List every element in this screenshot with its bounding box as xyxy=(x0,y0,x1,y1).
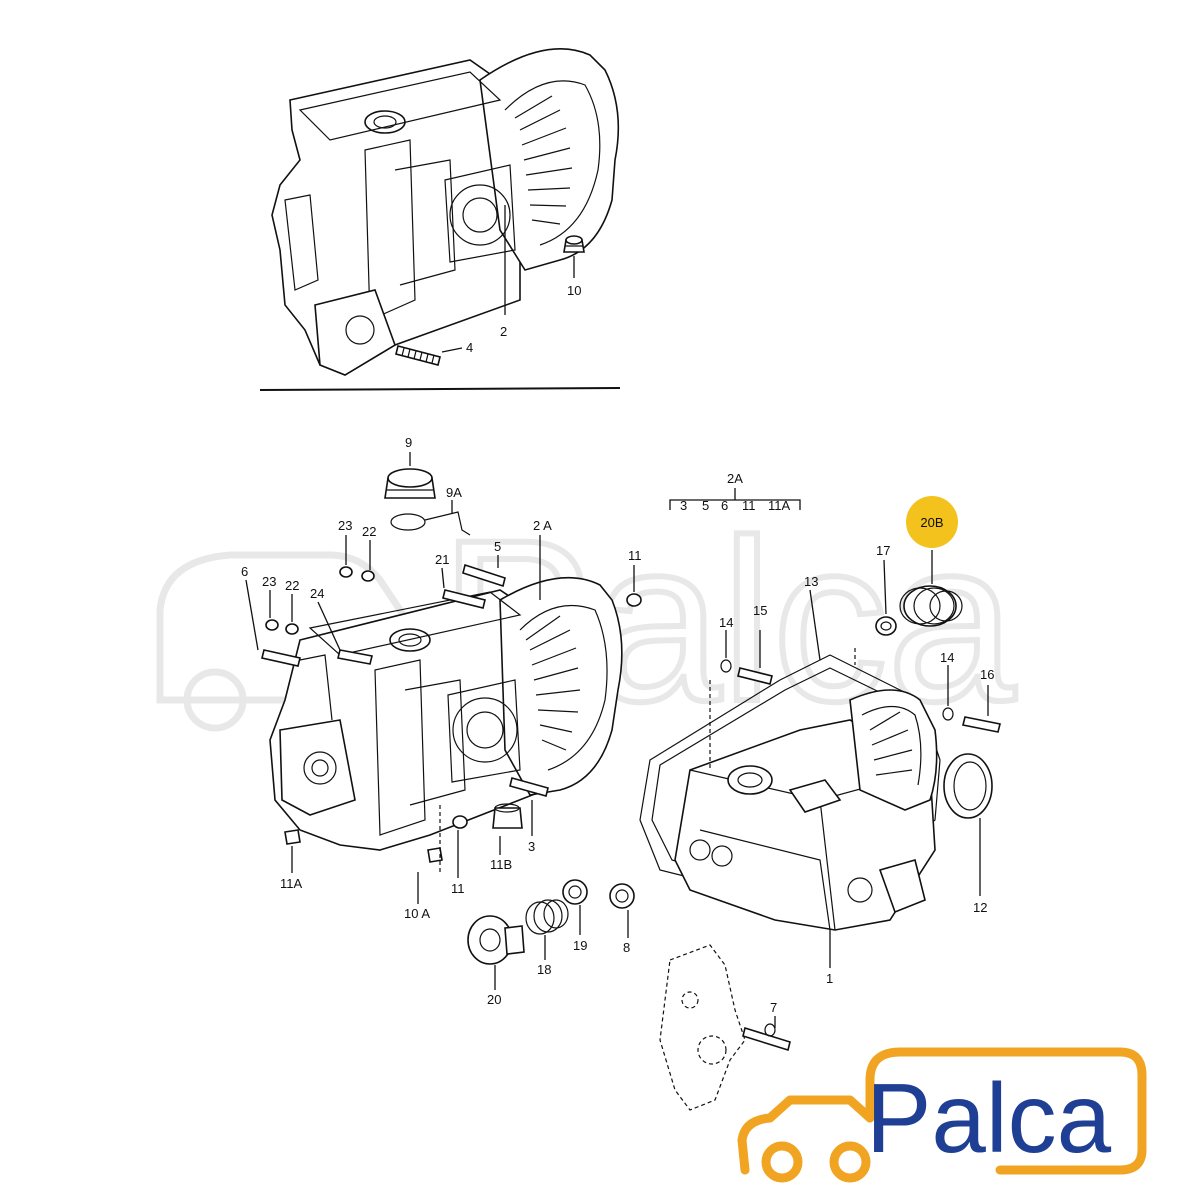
label-11-bottom: 11 xyxy=(451,881,465,896)
label-3: 3 xyxy=(528,839,535,854)
top-label-10: 10 xyxy=(567,283,581,298)
label-2a: 2 A xyxy=(533,518,552,533)
part-small-nuts-drawing xyxy=(265,566,642,635)
label-22-top: 22 xyxy=(362,524,376,539)
top-leaders xyxy=(441,205,575,353)
part-9a-seal-drawing xyxy=(390,511,471,536)
label-19: 19 xyxy=(573,938,587,953)
label-11a: 11A xyxy=(280,876,302,891)
top-label-4: 4 xyxy=(466,340,473,355)
label-16: 16 xyxy=(980,667,994,682)
top-part-4-drawing xyxy=(395,345,441,366)
part-labels: 9 9A 23 22 2 A 5 11 6 23 22 21 24 17 1 3 … xyxy=(241,435,994,1015)
group-bracket xyxy=(669,488,801,510)
label-24: 24 xyxy=(310,586,324,601)
highlight-circle xyxy=(906,496,958,548)
part-gear-stack-drawing xyxy=(467,879,635,965)
group-item-11: 11 xyxy=(742,498,756,513)
main-leaders xyxy=(245,452,989,1028)
label-5: 5 xyxy=(494,539,501,554)
right-housing-drawing xyxy=(639,654,941,931)
part-bolts-drawing xyxy=(261,563,1001,1052)
part-20b-spring-drawing xyxy=(899,585,963,627)
label-8: 8 xyxy=(623,940,630,955)
label-23-top: 23 xyxy=(338,518,352,533)
part-17-ring-drawing xyxy=(875,616,897,636)
label-22-left: 22 xyxy=(285,578,299,593)
lower-bracket-drawing xyxy=(659,944,746,1111)
part-9-cap-drawing xyxy=(384,468,436,499)
label-11-top: 11 xyxy=(628,548,642,563)
part-12-seal-drawing xyxy=(943,753,993,819)
palca-logo: Palca xyxy=(737,1047,1147,1183)
label-14-left: 14 xyxy=(719,615,733,630)
label-18: 18 xyxy=(537,962,551,977)
group-item-11a: 11A xyxy=(768,498,790,513)
label-1: 1 xyxy=(826,971,833,986)
logo-wheel-front-icon xyxy=(761,1141,803,1183)
label-15: 15 xyxy=(753,603,767,618)
part-washers-drawing xyxy=(720,659,954,1037)
section-divider xyxy=(259,387,621,391)
group-items: 3 5 6 11 11A xyxy=(680,498,790,513)
label-17: 17 xyxy=(876,543,890,558)
highlight-badge-20b: 20B xyxy=(906,496,958,548)
left-housing-drawing xyxy=(269,576,623,851)
logo-wheel-rear-icon xyxy=(829,1141,871,1183)
label-13: 13 xyxy=(804,574,818,589)
label-7: 7 xyxy=(770,1000,777,1015)
highlight-label: 20B xyxy=(920,515,943,530)
top-label-2: 2 xyxy=(500,324,507,339)
main-diagram: 2A 3 5 6 11 11A 20B xyxy=(241,435,1001,1111)
label-21: 21 xyxy=(435,552,449,567)
group-item-5: 5 xyxy=(702,498,709,513)
label-12: 12 xyxy=(973,900,987,915)
top-housing-drawing xyxy=(271,48,620,376)
label-9a: 9A xyxy=(446,485,462,500)
group-label: 2A xyxy=(727,471,743,486)
label-11b: 11B xyxy=(490,857,512,872)
label-14-right: 14 xyxy=(940,650,954,665)
logo-text: Palca xyxy=(866,1063,1112,1173)
label-23-left: 23 xyxy=(262,574,276,589)
group-item-3: 3 xyxy=(680,498,687,513)
label-20: 20 xyxy=(487,992,501,1007)
top-diagram: 2 10 4 xyxy=(259,48,621,391)
top-part-10-drawing xyxy=(563,235,585,253)
label-9: 9 xyxy=(405,435,412,450)
logo-car-icon xyxy=(737,1095,875,1175)
label-10a: 10 A xyxy=(404,906,430,921)
group-item-6: 6 xyxy=(721,498,728,513)
label-6: 6 xyxy=(241,564,248,579)
part-bearings-drawing xyxy=(284,803,523,863)
